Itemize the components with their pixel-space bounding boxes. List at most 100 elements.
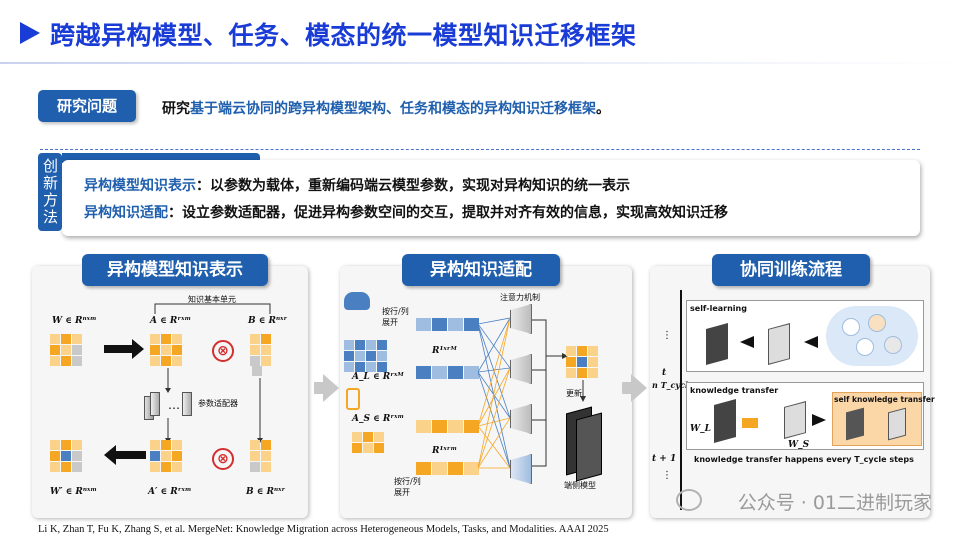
b-matrix-bottom	[250, 440, 271, 472]
arrow-right-icon	[132, 339, 144, 359]
w-matrix	[50, 334, 82, 366]
panel-arrow-stem	[622, 382, 632, 394]
timeline-dots-top: ⋮	[662, 330, 672, 341]
innovation-item-title: 异构模型知识表示	[84, 178, 196, 194]
t-label: t	[662, 368, 667, 378]
update-label: 更新	[566, 389, 582, 398]
al-label: A_L ∈ Rʳˣᴹ	[352, 372, 404, 382]
reference-citation: Li K, Zhan T, Fu K, Zhang S, et al. Merg…	[38, 524, 609, 535]
innovation-item-2: 异构知识适配：设立参数适配器，促进异构参数空间的交互，提取并对齐有效的信息，实现…	[84, 202, 728, 222]
data-sample-icon	[868, 314, 886, 332]
arrow-left-icon	[804, 336, 818, 348]
small-model-icon	[784, 401, 806, 439]
innovation-tag: 创新方法	[38, 153, 62, 231]
title-underline	[0, 62, 960, 64]
transfer-frequency-label: knowledge transfer happens every T_cycle…	[694, 455, 914, 464]
w-label: W ∈ Rⁿˣᵐ	[52, 316, 97, 326]
small-model-icon	[846, 407, 864, 441]
research-question-text: 研究基于端云协同的跨异构模型架构、任务和模态的异构知识迁移框架。	[162, 98, 610, 118]
self-kt-label: self knowledge transfer	[834, 395, 935, 404]
split-top-label: 按行/列 展开	[382, 307, 409, 327]
b-bottom-label: B ∈ Rⁿˣʳ	[246, 487, 286, 497]
as-label: A_S ∈ Rʳˣᵐ	[352, 414, 405, 424]
as-matrix	[352, 432, 384, 453]
r-top-label: R¹ˣʳᴹ	[432, 346, 457, 356]
innovation-box	[62, 160, 920, 236]
adapter-block-icon	[182, 392, 192, 416]
merged-matrix	[566, 346, 598, 378]
attention-label: 注意力机制	[500, 293, 540, 302]
panel-arrow-icon	[631, 374, 647, 402]
large-model-icon	[706, 323, 728, 365]
b-label: B ∈ Rⁿˣʳ	[248, 316, 288, 326]
arrow-left-icon	[740, 336, 754, 348]
arrow-right-shaft	[104, 345, 134, 353]
panel-arrow-icon	[323, 374, 339, 402]
exclude-icon: ⊗	[212, 340, 234, 362]
data-sample-icon	[884, 336, 902, 354]
ws-label: W_S	[788, 440, 810, 450]
al-row-bottom	[416, 366, 479, 379]
adapter-ellipsis: …	[168, 398, 180, 412]
timeline	[680, 290, 682, 510]
arrow-right-icon	[812, 414, 826, 426]
watermark: 公众号 · 01二进制玩家	[737, 492, 932, 514]
knowledge-transfer-label: knowledge transfer	[690, 386, 779, 395]
w-prime-label: W′ ∈ Rⁿˣᵐ	[50, 487, 97, 497]
as-row-top	[416, 420, 479, 433]
update-arrow	[580, 380, 586, 402]
rq-highlight: 基于端云协同的跨异构模型架构、任务和模态的异构知识迁移框架	[190, 101, 596, 117]
al-matrix	[344, 340, 387, 372]
adapter-block-icon	[150, 392, 160, 416]
timeline-dots-bottom: ⋮	[662, 470, 672, 481]
a-matrix	[150, 334, 182, 366]
unit-label: 知识基本单元	[188, 295, 236, 304]
a-label: A ∈ Rʳˣᵐ	[150, 316, 192, 326]
adaptation-panel-title: 异构知识适配	[402, 254, 560, 286]
exclude-icon: ⊗	[212, 448, 234, 470]
data-sample-icon	[842, 318, 860, 336]
device-model-label: 端侧模型	[564, 481, 596, 490]
merge-lines	[532, 319, 568, 467]
cloud-server-icon	[344, 292, 370, 310]
training-panel-title: 协同训练流程	[712, 254, 870, 286]
unit-bracket	[154, 303, 271, 314]
innovation-tab	[62, 153, 260, 163]
arrow-left-shaft	[116, 451, 146, 459]
representation-panel	[32, 266, 308, 518]
t-next-label: t + 1	[652, 454, 677, 464]
a-prime-label: A′ ∈ Rʳˣᵐ	[148, 487, 192, 497]
split-bottom-label: 按行/列 展开	[394, 477, 421, 497]
w-prime-matrix	[50, 440, 82, 472]
large-model-icon	[714, 399, 736, 443]
adapter-label: 参数适配器	[198, 399, 238, 408]
wechat-icon	[676, 489, 702, 511]
innovation-item-text: ：以参数为载体，重新编码端云模型参数，实现对异构知识的统一表示	[196, 178, 630, 194]
arrow-left-icon	[104, 445, 116, 465]
wl-label: W_L	[690, 424, 711, 434]
innovation-item-title: 异构知识适配	[84, 205, 168, 221]
device-phone-icon	[346, 388, 360, 410]
panel-arrow-stem	[314, 382, 324, 394]
rq-suffix: 。	[596, 101, 610, 117]
rq-prefix: 研究	[162, 101, 190, 117]
data-sample-icon	[856, 338, 874, 356]
page-title: 跨越异构模型、任务、模态的统一模型知识迁移框架	[50, 21, 637, 50]
small-model-icon	[888, 407, 906, 441]
representation-panel-title: 异构模型知识表示	[82, 254, 268, 286]
adapter-icon	[742, 418, 758, 428]
as-row-bottom	[416, 462, 479, 475]
device-model-icon	[576, 412, 602, 482]
a-prime-matrix	[150, 440, 182, 472]
al-row-top	[416, 318, 479, 331]
title-arrow-icon	[20, 22, 40, 44]
research-question-tag: 研究问题	[38, 90, 136, 122]
section-divider	[40, 149, 920, 150]
small-model-icon	[768, 323, 790, 365]
attention-connections	[478, 317, 511, 469]
flow-arrows	[165, 368, 263, 443]
self-learning-label: self-learning	[690, 304, 747, 313]
r-bottom-label: R¹ˣʳᵐ	[432, 446, 458, 456]
b-matrix	[250, 334, 271, 366]
innovation-item-1: 异构模型知识表示：以参数为载体，重新编码端云模型参数，实现对异构知识的统一表示	[84, 175, 630, 195]
